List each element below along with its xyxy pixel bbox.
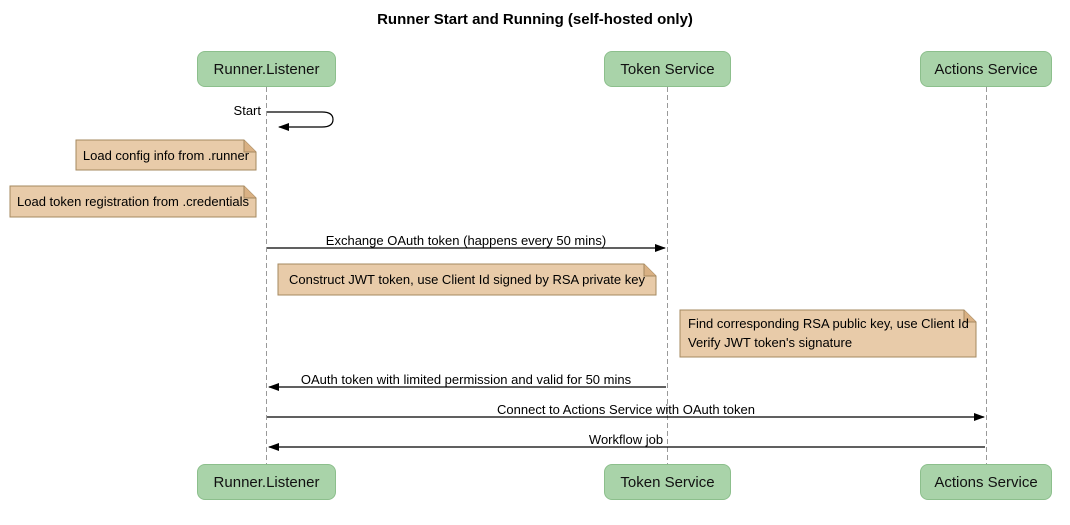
note-shape-load-config	[75, 139, 257, 171]
note-load-token: Load token registration from .credential…	[17, 194, 249, 209]
note-find-rsa: Find corresponding RSA public key, use C…	[688, 314, 976, 354]
note-load-config: Load config info from .runner	[82, 147, 250, 163]
message-label-oauth-return: OAuth token with limited permission and …	[300, 372, 632, 387]
diagram-title: Runner Start and Running (self-hosted on…	[377, 11, 693, 28]
message-label-start: Start	[233, 103, 261, 118]
participant-top-runner-listener: Runner.Listener	[197, 51, 336, 87]
note-find-rsa-line1: Find corresponding RSA public key, use C…	[688, 316, 969, 331]
message-label-exchange-oauth: Exchange OAuth token (happens every 50 m…	[325, 233, 607, 248]
note-construct-jwt: Construct JWT token, use Client Id signe…	[289, 272, 645, 287]
note-shape-find-rsa	[679, 309, 977, 358]
message-label-workflow-job: Workflow job	[588, 432, 664, 447]
self-message-arrow-start	[267, 111, 334, 131]
note-find-rsa-line2: Verify JWT token's signature	[688, 335, 853, 350]
participant-bottom-actions-service: Actions Service	[920, 464, 1052, 500]
message-label-connect-actions: Connect to Actions Service with OAuth to…	[497, 402, 755, 417]
participant-top-actions-service: Actions Service	[920, 51, 1052, 87]
note-shape-load-token	[9, 185, 257, 218]
participant-top-token-service: Token Service	[604, 51, 731, 87]
note-shape-construct-jwt	[277, 263, 657, 296]
participant-bottom-runner-listener: Runner.Listener	[197, 464, 336, 500]
participant-bottom-token-service: Token Service	[604, 464, 731, 500]
